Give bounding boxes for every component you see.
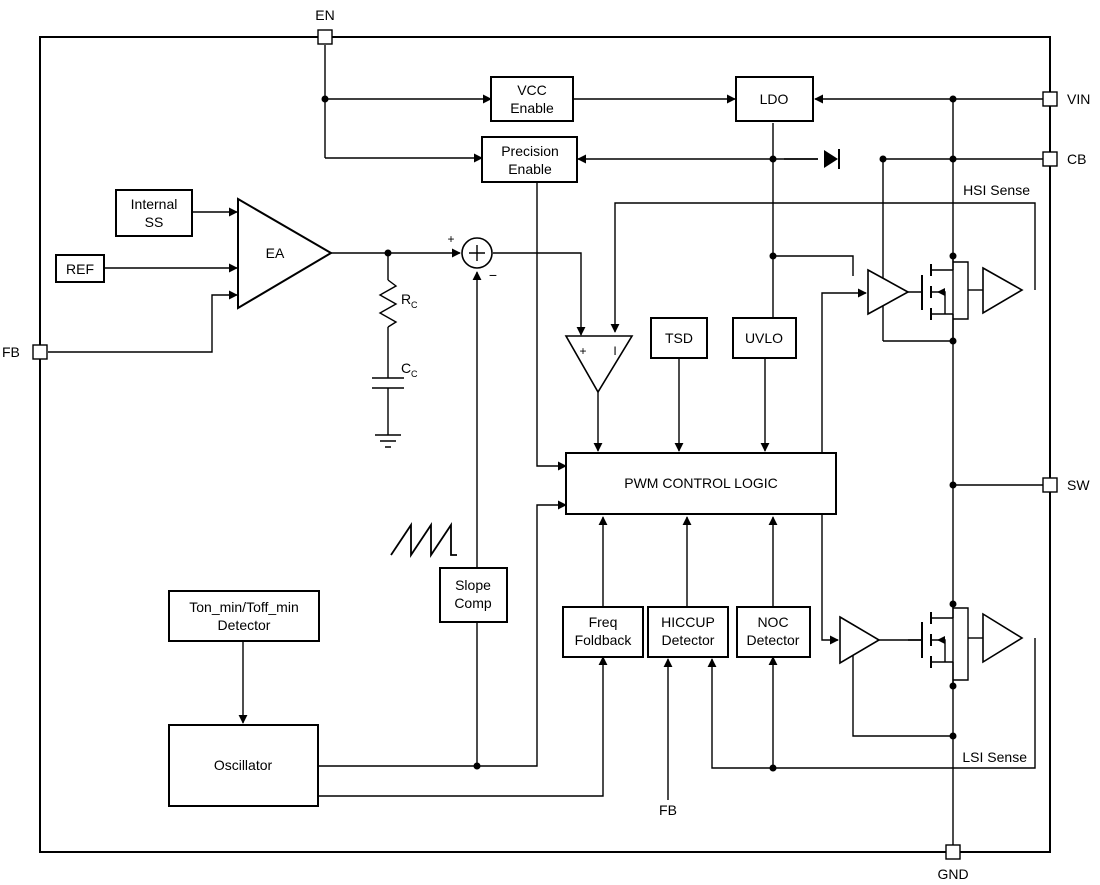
svg-text:Precision: Precision xyxy=(501,143,559,159)
svg-text:Foldback: Foldback xyxy=(575,632,633,648)
svg-text:REF: REF xyxy=(66,261,94,277)
uvlo-block: UVLO xyxy=(732,317,797,359)
svg-text:Comp: Comp xyxy=(454,595,492,611)
svg-text:+: + xyxy=(579,344,586,358)
pin-cb: CB xyxy=(1042,151,1086,167)
lsi-sense-label: LSI Sense xyxy=(962,749,1027,765)
svg-text:Slope: Slope xyxy=(455,577,491,593)
svg-text:Detector: Detector xyxy=(662,632,715,648)
pin-fb-left: FB xyxy=(2,344,48,360)
svg-text:EA: EA xyxy=(266,245,285,261)
high-side-mosfet-icon xyxy=(921,256,983,341)
pin-vin: VIN xyxy=(1042,91,1090,107)
ton-toff-detector-block: Ton_min/Toff_min Detector xyxy=(168,590,320,642)
svg-text:Enable: Enable xyxy=(508,161,552,177)
svg-text:Enable: Enable xyxy=(510,100,554,116)
hiccup-detector-block: HICCUP Detector xyxy=(647,606,729,658)
oscillator-block: Oscillator xyxy=(168,724,319,807)
precision-enable-block: Precision Enable xyxy=(481,136,578,183)
freq-foldback-block: Freq Foldback xyxy=(562,606,644,658)
svg-text:+: + xyxy=(447,232,454,246)
svg-text:HICCUP: HICCUP xyxy=(661,614,715,630)
chip-boundary xyxy=(39,36,1051,853)
svg-text:VCC: VCC xyxy=(517,82,547,98)
svg-text:EN: EN xyxy=(315,7,334,23)
pin-gnd: GND xyxy=(937,844,969,882)
fb-bottom-label: FB xyxy=(659,802,677,818)
svg-text:Detector: Detector xyxy=(747,632,800,648)
svg-text:Internal: Internal xyxy=(131,196,178,212)
ldo-block: LDO xyxy=(735,76,814,122)
hsi-sense-label: HSI Sense xyxy=(963,182,1030,198)
pin-sw: SW xyxy=(1042,477,1090,493)
pin-en: EN xyxy=(315,7,335,45)
sawtooth-waveform xyxy=(390,522,457,558)
svg-text:C: C xyxy=(401,360,411,376)
low-side-mosfet-icon xyxy=(879,604,983,686)
svg-text:Ton_min/Toff_min: Ton_min/Toff_min xyxy=(189,599,298,615)
svg-text:−: − xyxy=(489,267,497,283)
svg-text:I: I xyxy=(613,344,616,358)
low-side-gate-driver-icon xyxy=(839,615,881,665)
high-side-sense-amp-icon xyxy=(982,266,1024,315)
svg-text:Freq: Freq xyxy=(589,614,618,630)
svg-text:Oscillator: Oscillator xyxy=(214,757,273,773)
pwm-comparator: + I xyxy=(564,335,634,394)
slope-comp-block: Slope Comp xyxy=(439,567,508,623)
cc-capacitor-label: C C xyxy=(401,360,418,379)
noc-detector-block: NOC Detector xyxy=(736,606,811,658)
internal-ss-block: Internal SS xyxy=(115,189,193,237)
svg-text:R: R xyxy=(401,291,411,307)
svg-text:Detector: Detector xyxy=(218,617,271,633)
svg-text:NOC: NOC xyxy=(757,614,788,630)
error-amplifier: EA xyxy=(237,197,333,310)
svg-text:C: C xyxy=(411,369,418,379)
pwm-control-logic-block: PWM CONTROL LOGIC xyxy=(565,452,837,515)
junctions xyxy=(321,95,957,772)
svg-text:C: C xyxy=(411,300,418,310)
rc-resistor-label: R C xyxy=(401,291,418,310)
svg-text:TSD: TSD xyxy=(665,330,693,346)
svg-text:FB: FB xyxy=(2,344,20,360)
svg-text:PWM CONTROL LOGIC: PWM CONTROL LOGIC xyxy=(624,475,778,491)
ref-block: REF xyxy=(55,254,105,283)
svg-text:CB: CB xyxy=(1067,151,1086,167)
svg-text:SS: SS xyxy=(145,214,164,230)
summing-junction: + − xyxy=(447,232,497,283)
svg-text:VIN: VIN xyxy=(1067,91,1090,107)
tsd-block: TSD xyxy=(650,317,708,359)
low-side-sense-amp-icon xyxy=(982,612,1024,664)
high-side-gate-driver-icon xyxy=(867,268,910,316)
svg-text:LDO: LDO xyxy=(760,91,789,107)
vcc-enable-block: VCC Enable xyxy=(490,76,574,122)
bootstrap-diode-icon xyxy=(824,149,840,169)
svg-text:UVLO: UVLO xyxy=(745,330,783,346)
svg-text:GND: GND xyxy=(937,866,968,882)
svg-text:SW: SW xyxy=(1067,477,1090,493)
